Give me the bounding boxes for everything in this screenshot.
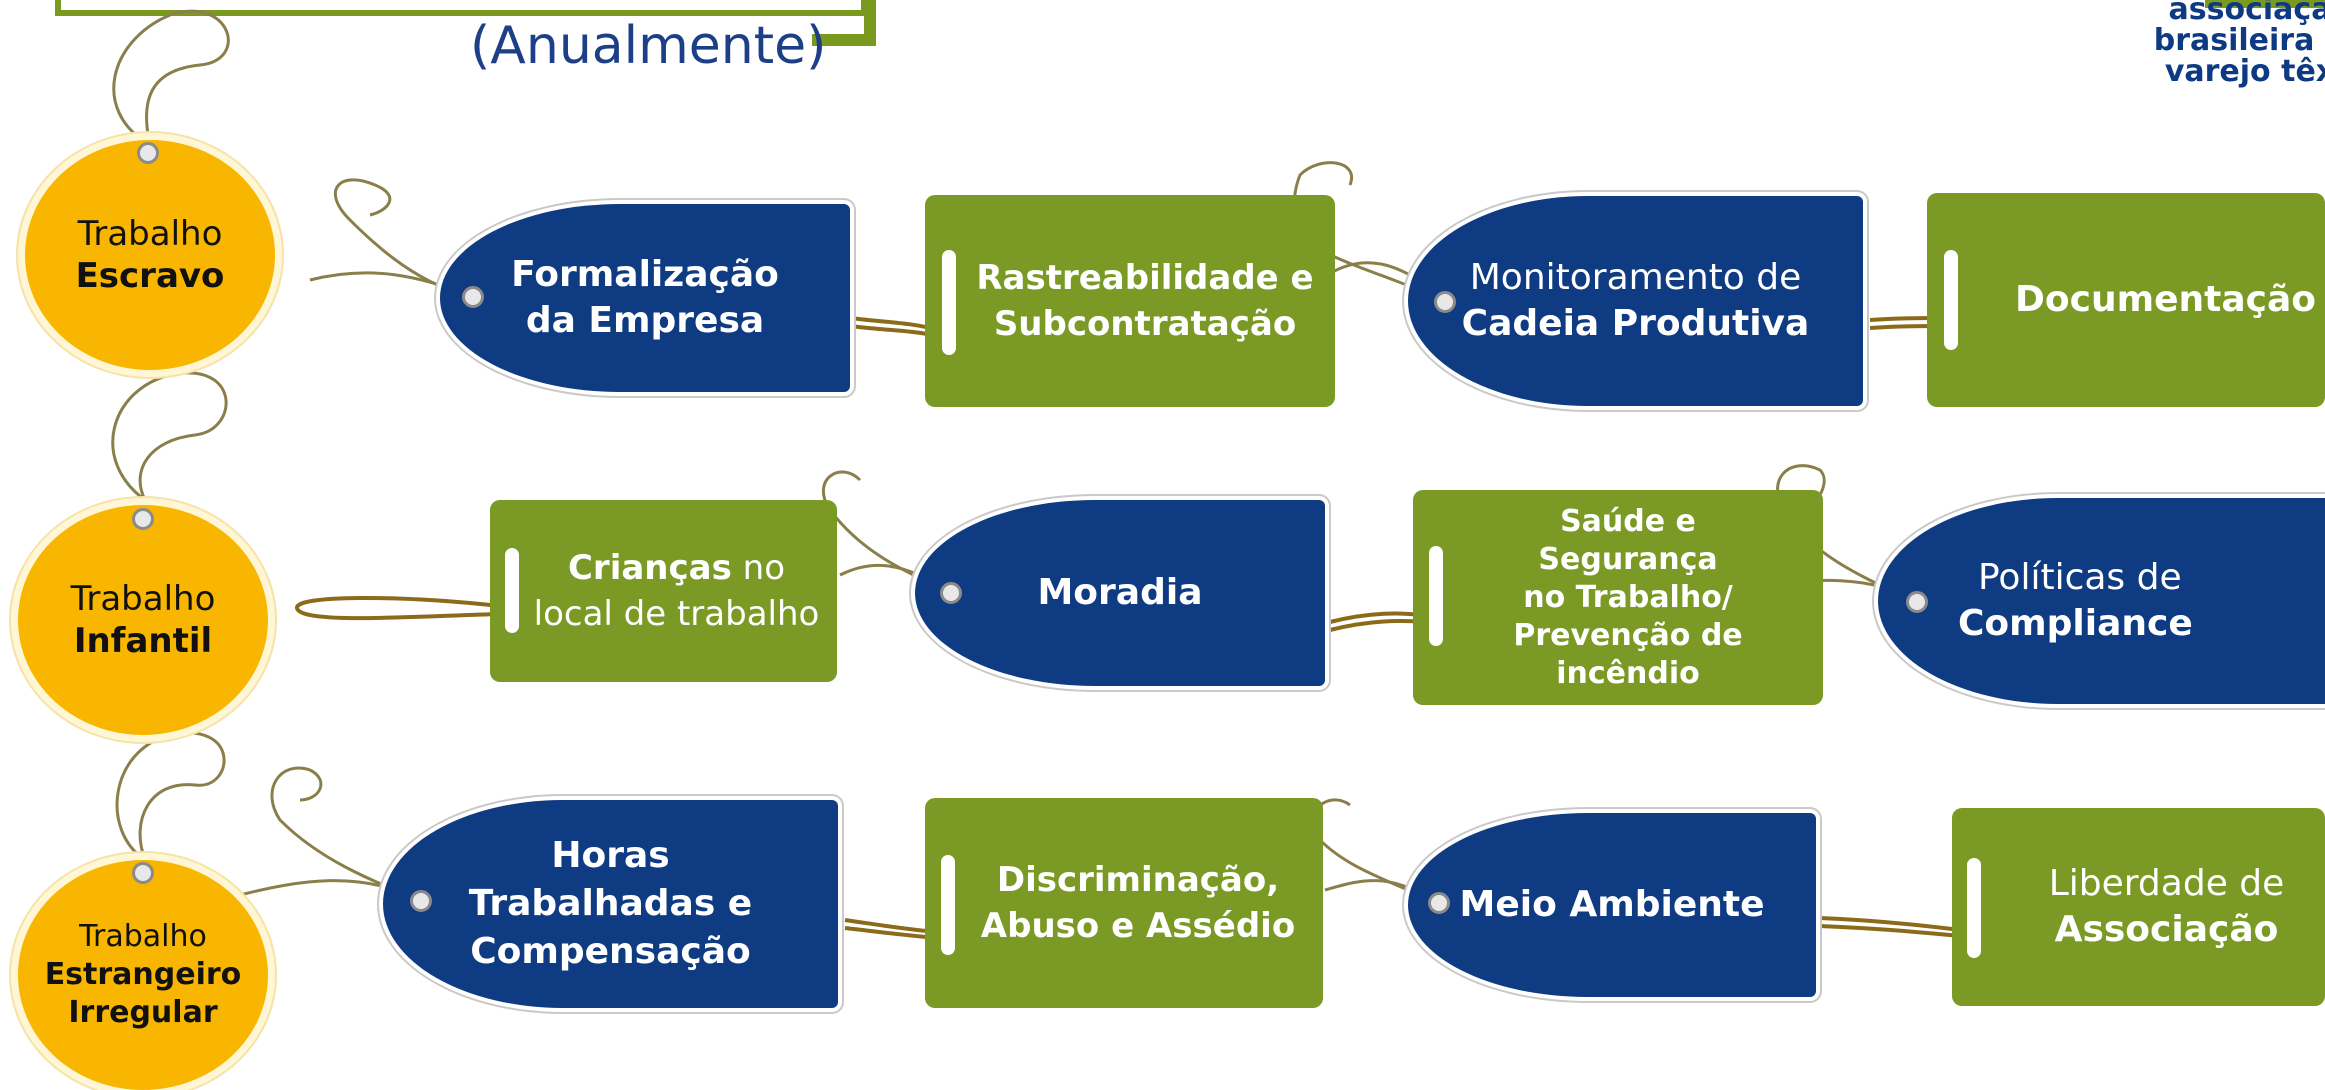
circle-line-1: Trabalho: [70, 579, 216, 619]
tag-moradia: Moradia: [915, 500, 1325, 686]
tag-line-3: no Trabalho/: [1523, 579, 1733, 615]
tag-slot-icon: [942, 250, 956, 355]
circle-trabalho-escravo: Trabalho Escravo: [25, 140, 275, 370]
circle-ring-icon: [132, 508, 154, 530]
tag-horas-trabalhadas: Horas Trabalhadas e Compensação: [383, 800, 838, 1008]
logo-line-3: varejo têx: [2164, 54, 2325, 89]
tag-line-1: Monitoramento de: [1469, 257, 1802, 298]
tag-line-1: Discriminação,: [996, 860, 1280, 900]
tag-monitoramento: Monitoramento de Cadeia Produtiva: [1408, 196, 1863, 406]
tag-saude-seguranca: Saúde e Segurança no Trabalho/ Prevenção…: [1413, 490, 1823, 705]
tag-line-1: Documentação: [2015, 279, 2317, 320]
circle-line-3: Irregular: [68, 995, 218, 1030]
tag-line-2: Trabalhadas e: [468, 883, 753, 924]
tag-line-2: Subcontratação: [993, 304, 1297, 344]
tag-line-1: Rastreabilidade e: [976, 258, 1314, 298]
tag-line-1: Formalização: [511, 254, 779, 295]
tag-line-1-bold: Crianças: [567, 548, 732, 588]
tag-hole-icon: [1434, 291, 1456, 313]
tag-slot-icon: [1429, 546, 1443, 646]
header-frame-corner: [812, 0, 876, 46]
tag-line-1: Liberdade de: [2048, 863, 2285, 904]
logo: associaçã brasileira d varejo têx: [2150, 0, 2325, 87]
tag-line-2: Associação: [2054, 909, 2279, 950]
tag-meio-ambiente: Meio Ambiente: [1408, 813, 1816, 997]
circle-trabalho-estrangeiro: Trabalho Estrangeiro Irregular: [18, 860, 268, 1090]
tag-line-5: incêndio: [1556, 655, 1700, 691]
tag-line-2: Compliance: [1958, 603, 2193, 644]
tag-hole-icon: [940, 582, 962, 604]
tag-documentacao: Documentação: [1927, 193, 2325, 407]
tag-hole-icon: [1428, 892, 1450, 914]
tag-line-2: Segurança: [1538, 541, 1718, 577]
circle-ring-icon: [137, 142, 159, 164]
tag-liberdade-associacao: Liberdade de Associação: [1952, 808, 2325, 1006]
tag-line-1: Saúde e: [1560, 503, 1696, 539]
tag-slot-icon: [505, 548, 519, 633]
circle-ring-icon: [132, 862, 154, 884]
tag-rastreabilidade: Rastreabilidade e Subcontratação: [925, 195, 1335, 407]
logo-accent-bar: [2205, 0, 2325, 8]
tag-line-3: Compensação: [470, 931, 751, 972]
circle-line-2: Estrangeiro: [44, 957, 242, 992]
tag-line-2: local de trabalho: [533, 594, 820, 634]
tag-formalizacao: Formalização da Empresa: [440, 204, 850, 392]
tag-slot-icon: [1944, 250, 1958, 350]
tag-line-1: Horas: [551, 835, 670, 876]
circle-trabalho-infantil: Trabalho Infantil: [18, 505, 268, 735]
tag-politicas-compliance: Políticas de Compliance: [1878, 498, 2325, 704]
tag-slot-icon: [1967, 858, 1981, 958]
logo-line-2: brasileira d: [2153, 23, 2325, 58]
tag-hole-icon: [1906, 591, 1928, 613]
circle-line-2: Infantil: [73, 621, 213, 661]
tag-line-1: Políticas de: [1978, 557, 2182, 598]
circle-line-1: Trabalho: [77, 214, 223, 254]
tag-hole-icon: [410, 890, 432, 912]
tag-line-2: da Empresa: [525, 300, 765, 341]
tag-criancas: Crianças no local de trabalho: [490, 500, 837, 682]
tag-line-4: Prevenção de: [1513, 617, 1743, 653]
tag-line-2: Cadeia Produtiva: [1461, 303, 1810, 344]
logo-line-1: associaçã: [2168, 0, 2325, 27]
circle-line-1: Trabalho: [79, 919, 207, 954]
tag-hole-icon: [462, 286, 484, 308]
tag-slot-icon: [941, 855, 955, 955]
circle-line-2: Escravo: [75, 256, 225, 296]
tag-line-1: Meio Ambiente: [1459, 884, 1765, 925]
page-subtitle: (Anualmente): [470, 16, 827, 76]
tag-line-1: Moradia: [1037, 572, 1203, 613]
tag-discriminacao: Discriminação, Abuso e Assédio: [925, 798, 1323, 1008]
tag-line-2: Abuso e Assédio: [980, 906, 1296, 946]
tag-line-1-rest: no: [731, 548, 786, 588]
